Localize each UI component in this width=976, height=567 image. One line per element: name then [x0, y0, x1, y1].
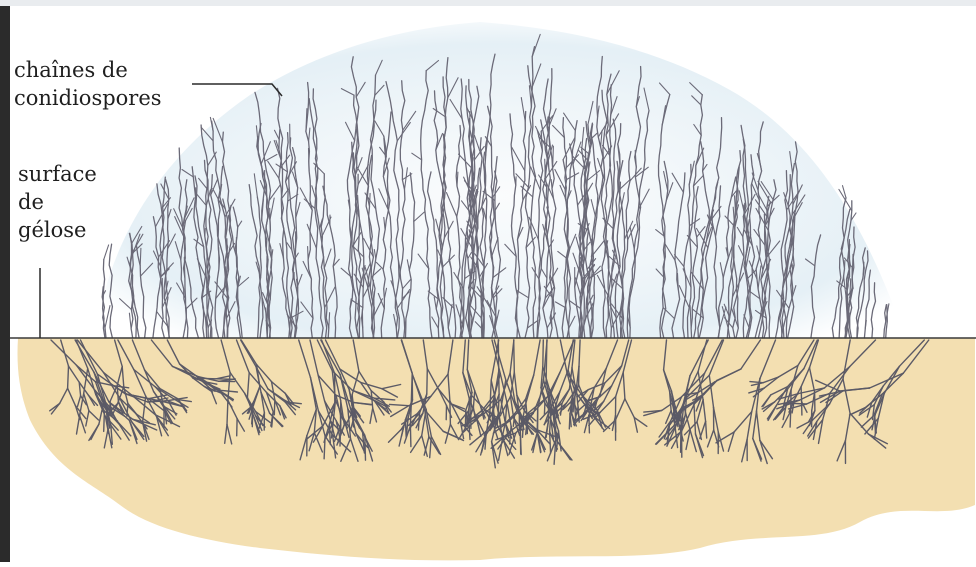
substrate-hypha — [550, 432, 551, 453]
substrate-hypha — [520, 431, 521, 454]
substrate-hypha — [411, 373, 412, 402]
substrate-hypha — [427, 369, 428, 394]
substrate-hypha — [227, 400, 228, 424]
aerial-branch — [140, 248, 141, 265]
substrate-hypha — [324, 436, 325, 459]
substrate-hypha — [274, 400, 275, 415]
aerial-branch — [104, 245, 109, 259]
agar-substrate — [18, 338, 976, 560]
conidiospore-chains-label-line-1: chaînes de — [14, 56, 162, 84]
substrate-hypha — [544, 403, 545, 415]
agar-surface-label-line-1: surface — [18, 160, 97, 188]
substrate-hypha — [492, 400, 493, 421]
substrate-hypha — [68, 366, 69, 388]
agar-surface-label-line-2: de — [18, 188, 97, 216]
frame-top-border — [0, 0, 976, 6]
substrate-hypha — [252, 410, 253, 424]
substrate-hypha — [543, 340, 544, 367]
substrate-hypha — [410, 426, 411, 447]
substrate-hypha — [514, 340, 515, 372]
agar-surface-label-line-3: gélose — [18, 216, 97, 244]
substrate-hypha — [450, 401, 451, 424]
aerial-branch — [549, 117, 550, 137]
conidiospore-chains-label: chaînes de conidiospores — [14, 56, 162, 112]
conidiospore-chains-label-line-2: conidiospores — [14, 84, 162, 112]
agar-surface-label: surface de gélose — [18, 160, 97, 244]
substrate-hypha — [216, 379, 234, 380]
frame-left-border — [0, 0, 10, 562]
